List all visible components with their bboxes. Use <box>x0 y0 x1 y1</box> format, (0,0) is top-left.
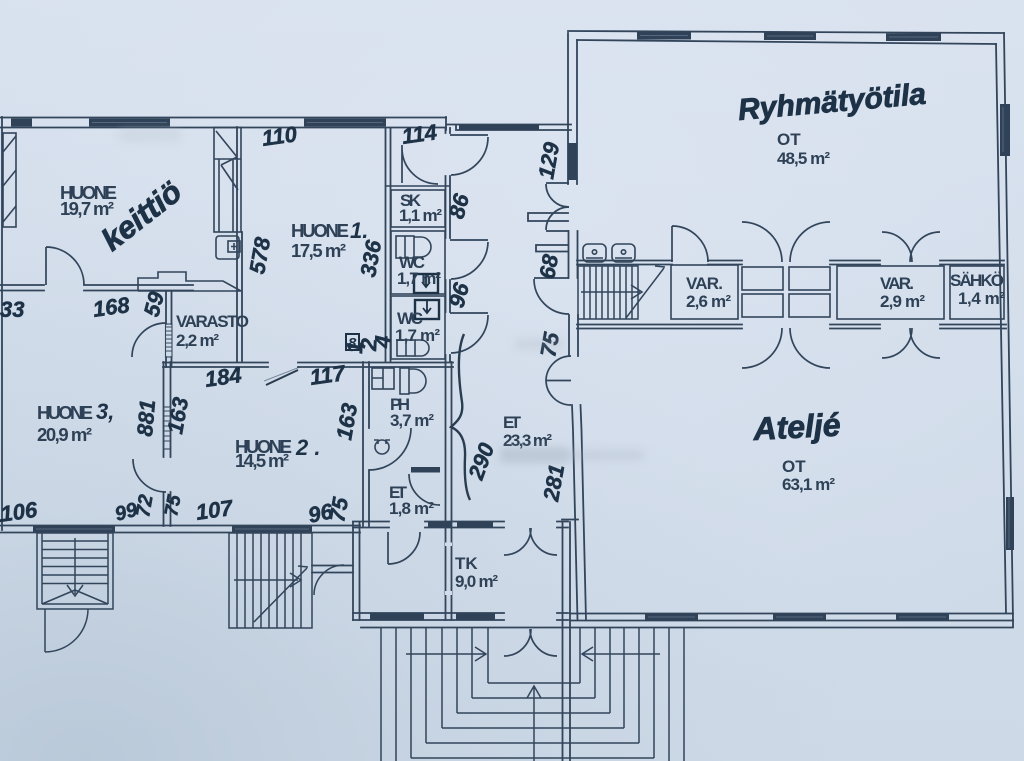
svg-text:VAR.: VAR. <box>880 274 914 293</box>
svg-text:HUONE: HUONE <box>235 436 292 457</box>
svg-text:OT: OT <box>777 130 801 149</box>
svg-text:8: 8 <box>348 335 357 352</box>
svg-text:TK: TK <box>455 554 478 573</box>
svg-text:48,5 m²: 48,5 m² <box>777 149 830 168</box>
svg-text:20,9 m²: 20,9 m² <box>37 424 92 445</box>
svg-text:VARASTO: VARASTO <box>176 312 249 331</box>
svg-text:114: 114 <box>400 119 438 149</box>
svg-text:110: 110 <box>260 121 299 151</box>
svg-text:14,5 m²: 14,5 m² <box>235 450 289 471</box>
svg-text:WC: WC <box>397 309 423 328</box>
svg-text:75: 75 <box>324 495 353 524</box>
svg-text:1.: 1. <box>350 218 368 243</box>
svg-text:HUONE: HUONE <box>291 220 349 241</box>
svg-text:VAR.: VAR. <box>686 274 723 293</box>
svg-text:2 .: 2 . <box>295 435 320 460</box>
svg-text:17,5 m²: 17,5 m² <box>291 240 346 261</box>
svg-text:881: 881 <box>132 399 160 438</box>
svg-text:Ateljé: Ateljé <box>751 406 841 447</box>
svg-text:OT: OT <box>782 457 806 476</box>
svg-text:63,1 m²: 63,1 m² <box>782 475 835 494</box>
svg-text:33: 33 <box>0 297 24 322</box>
svg-text:68: 68 <box>534 252 563 281</box>
svg-text:SÄHKÖ: SÄHKÖ <box>950 271 1004 290</box>
svg-text:1,8 m²: 1,8 m² <box>389 499 434 518</box>
svg-text:ET: ET <box>503 413 522 432</box>
svg-text:2,2 m²: 2,2 m² <box>176 331 219 350</box>
svg-text:75: 75 <box>161 493 185 518</box>
svg-text:HUONE: HUONE <box>37 402 93 423</box>
svg-text:72: 72 <box>132 493 158 519</box>
svg-text:1,7 m²: 1,7 m² <box>397 269 441 288</box>
svg-text:1,4 m²: 1,4 m² <box>958 289 1005 308</box>
svg-text:19,7 m²: 19,7 m² <box>60 198 114 219</box>
svg-text:WC: WC <box>399 253 425 272</box>
svg-text:1,1 m²: 1,1 m² <box>399 206 442 225</box>
svg-text:1,7 m²: 1,7 m² <box>395 326 440 345</box>
svg-text:2,6 m²: 2,6 m² <box>686 292 731 311</box>
svg-text:2,9 m²: 2,9 m² <box>880 292 925 311</box>
svg-text:23,3 m²: 23,3 m² <box>503 431 552 450</box>
svg-text:184: 184 <box>203 362 243 392</box>
svg-text:117: 117 <box>308 360 348 390</box>
svg-text:96: 96 <box>306 498 336 528</box>
svg-text:3,7 m²: 3,7 m² <box>390 411 434 430</box>
svg-text:107: 107 <box>194 495 236 525</box>
svg-text:PH: PH <box>390 395 410 414</box>
svg-text:SK: SK <box>400 191 422 210</box>
svg-text:ET: ET <box>389 483 408 502</box>
svg-text:HUONE: HUONE <box>60 182 117 203</box>
svg-text:168: 168 <box>91 292 132 322</box>
svg-text:3,: 3, <box>96 399 114 424</box>
svg-text:9,0 m²: 9,0 m² <box>455 572 498 591</box>
